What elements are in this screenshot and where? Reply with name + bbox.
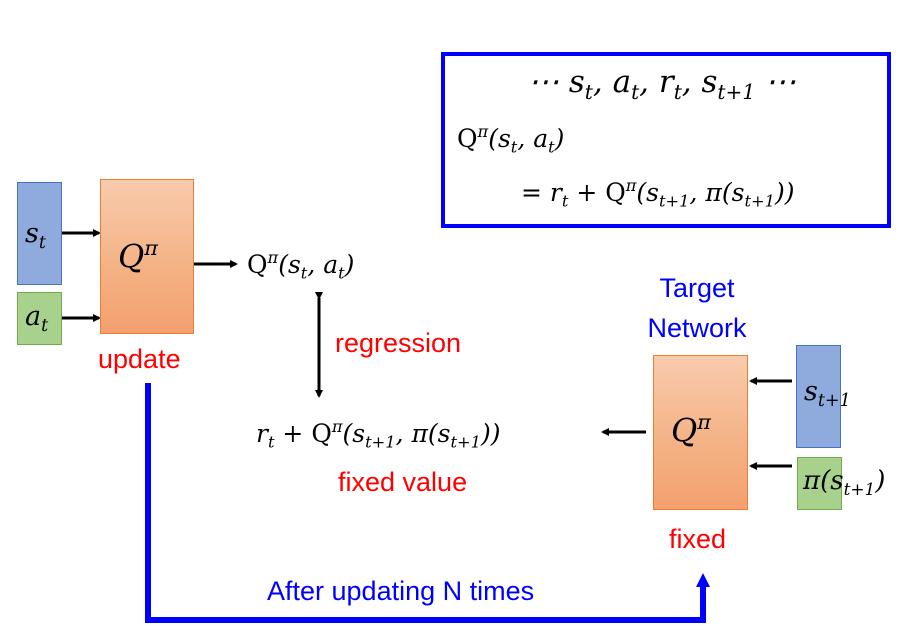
regression-label: regression [335, 328, 462, 358]
state-input-box [17, 182, 62, 285]
policy-action-label: π(st+1) [803, 466, 886, 499]
fixed-caption: fixed [669, 524, 727, 554]
q-network-label: Qπ [118, 236, 158, 276]
fixed-value-label: fixed value [338, 467, 468, 497]
arrow-update-path [145, 383, 710, 623]
action-input-box [17, 292, 62, 345]
next-state-label: st+1 [804, 376, 851, 412]
after-updating-label: After updating N times [267, 576, 535, 606]
q-output-expression: Qπ(st, at) [247, 248, 355, 283]
target-value-expression: rt + Qπ(st+1, π(st+1)) [256, 417, 501, 452]
state-input-label: st [25, 218, 46, 254]
target-q-network-box [653, 355, 748, 510]
policy-action-box [797, 457, 842, 510]
target-q-network-label: Qπ [671, 410, 711, 450]
equation-box [441, 52, 891, 228]
update-caption: update [98, 344, 181, 374]
action-input-label: at [25, 301, 49, 337]
next-state-box [796, 345, 841, 448]
target-network-title: Target Network [647, 273, 747, 343]
bellman-rhs: = rt + Qπ(st+1, π(st+1)) [521, 176, 795, 211]
transition-tuple: ⋯ st, at, rt, st+1 ⋯ [528, 64, 797, 105]
q-network-box [100, 179, 194, 334]
bellman-lhs: Qπ(st, at) [457, 122, 565, 157]
